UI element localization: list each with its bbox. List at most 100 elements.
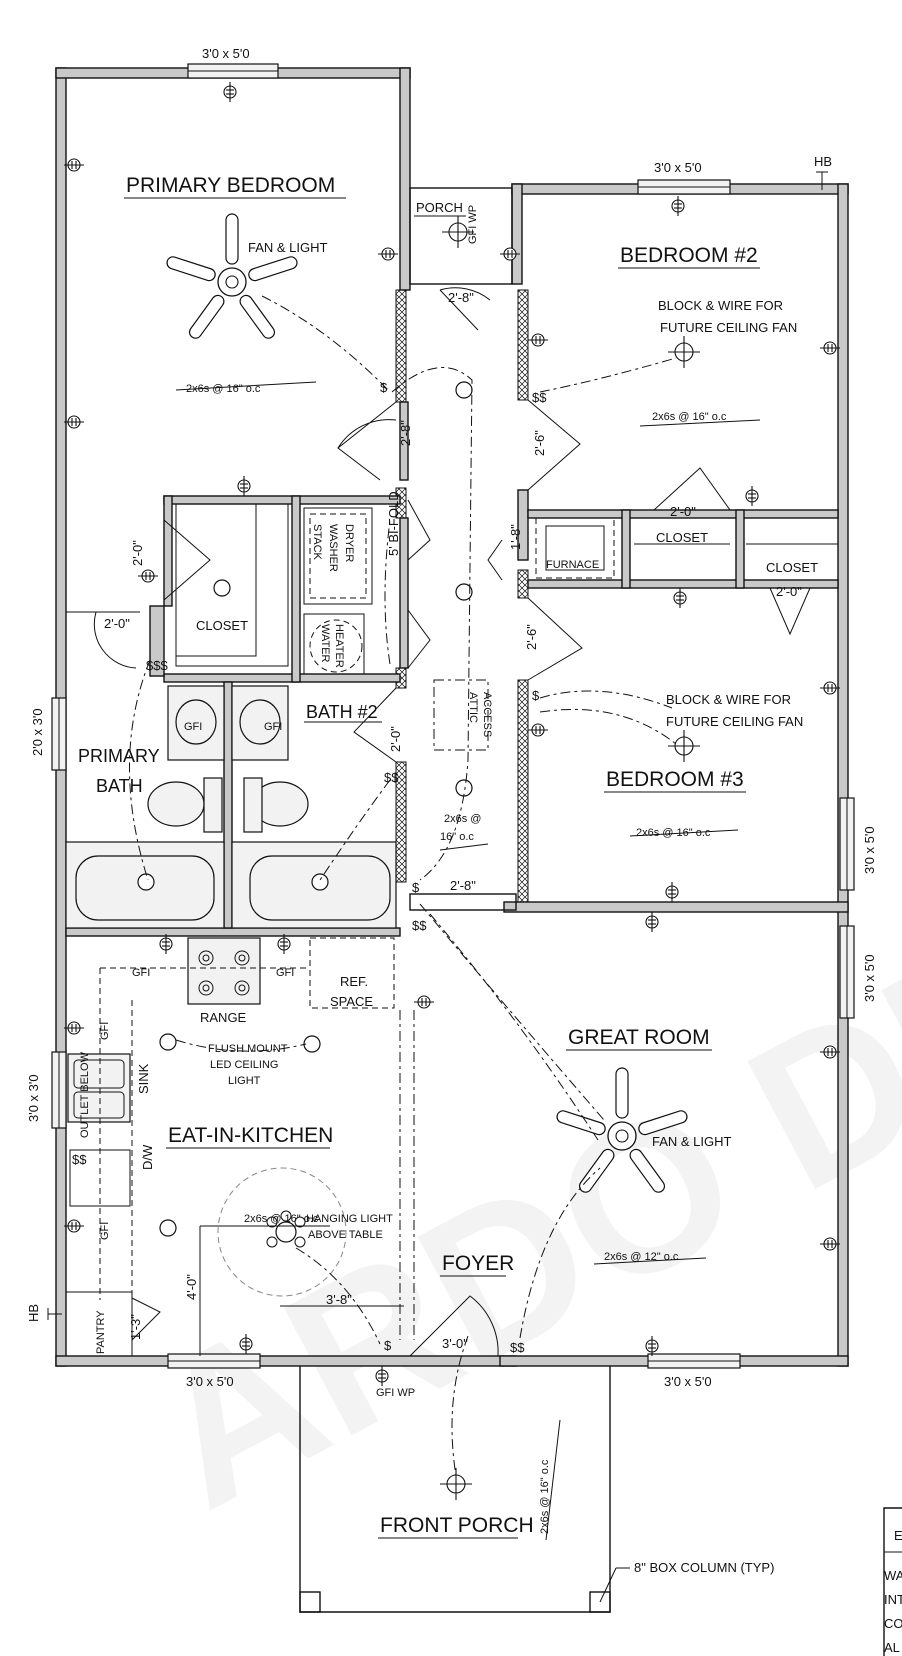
title-partial-2: INT [884, 1592, 902, 1607]
pantry-label: PANTRY [95, 1310, 107, 1354]
utility-fixtures [303, 507, 838, 751]
fan-primary-bedroom [164, 213, 300, 342]
porch-notch [409, 187, 513, 285]
hanging-light-2: ABOVE TABLE [308, 1229, 383, 1241]
doors [93, 287, 811, 1357]
title-partial-3: CO [884, 1616, 902, 1631]
ref-label-1: REF. [340, 974, 368, 989]
wiring [129, 295, 677, 1477]
gfi-wp-label: GFI WP [376, 1387, 415, 1399]
window-label-2: 3'0 x 5'0 [654, 160, 702, 175]
range-label: RANGE [200, 1010, 247, 1025]
framing-primary: 2x6s @ 16" o.c [186, 383, 261, 395]
door-label-bed2: 2'-6" [532, 430, 547, 456]
room-kitchen: EAT-IN-KITCHEN [168, 1124, 333, 1147]
svg-text:$: $ [412, 880, 420, 895]
switches: $ $$ $ $ $$ $ $$ $$$ $$ $$ [72, 380, 547, 1355]
sink-label: SINK [136, 1063, 151, 1094]
lights [137, 213, 701, 1501]
svg-text:$$: $$ [510, 1340, 525, 1355]
door-labels: 2'-8" 2'-8" 2'-6" 2'-6" 2'-0" 2'-0" 2'-0… [104, 290, 802, 1351]
framing-bed2: 2x6s @ 16" o.c [652, 411, 727, 423]
water-heater-2: HEATER [333, 624, 345, 668]
door-label-closet3: 2'-0" [776, 584, 802, 599]
room-bedroom2: BEDROOM #2 [620, 244, 758, 267]
framing-great: 2x6s @ 12" o.c [604, 1251, 679, 1263]
stack-label: STACK [311, 524, 323, 561]
flush-mount-1: FLUSH MOUNT [208, 1043, 288, 1055]
svg-text:$$: $$ [384, 770, 399, 785]
framing-hall-2: 16" o.c [440, 831, 474, 843]
framing-kitchen: 2x6s @ 16" o.c [244, 1213, 319, 1225]
water-heater-1: WATER [319, 624, 331, 663]
gfi-label-1: GFI [132, 967, 150, 979]
closet-label-primary: CLOSET [196, 618, 248, 633]
window-labels: 3'0 x 5'0 3'0 x 5'0 3'0 x 5'0 3'0 x 5'0 … [26, 46, 877, 1389]
window-label-1: 3'0 x 5'0 [202, 46, 250, 61]
room-front-porch: FRONT PORCH [380, 1514, 534, 1537]
flush-mount-2: LED CEILING [210, 1059, 278, 1071]
attic-label-2: ACCESS [481, 692, 493, 737]
svg-text:$: $ [380, 380, 388, 395]
block-wire-1b: FUTURE CEILING FAN [660, 320, 797, 335]
fixture-labels: FAN & LIGHT FAN & LIGHT BLOCK & WIRE FOR… [26, 154, 832, 1575]
door-label-front: 3'-0" [442, 1336, 468, 1351]
framing-porch: 2x6s @ 16" o.c [539, 1459, 551, 1534]
dryer-label: DRYER [343, 524, 355, 562]
title-partial-1: WA [884, 1568, 902, 1583]
gfi-wp-porch: GFI WP [467, 205, 479, 244]
door-label-pantry: 1'-3" [128, 1314, 143, 1340]
dimension-lines [175, 381, 761, 1541]
windows [51, 63, 855, 1369]
hose-bib-marks [47, 171, 828, 1320]
window-label-7: 2'0 x 3'0 [30, 708, 45, 756]
framing-labels: 2x6s @ 16" o.c 2x6s @ 16" o.c 2x6s @ 16"… [186, 383, 727, 1534]
room-foyer: FOYER [442, 1252, 514, 1275]
hb-label-top: HB [814, 154, 832, 169]
room-great-room: GREAT ROOM [568, 1026, 710, 1049]
hb-label-left: HB [26, 1304, 41, 1322]
title-partial-top: E [894, 1528, 902, 1543]
room-primary-bedroom: PRIMARY BEDROOM [126, 174, 335, 197]
bathroom-fixtures [65, 685, 397, 929]
svg-text:$$: $$ [532, 390, 547, 405]
window-label-8: 3'0 x 3'0 [26, 1074, 41, 1122]
fan-light-label-1: FAN & LIGHT [248, 240, 328, 255]
gfi-label-5: GFI [184, 721, 202, 733]
furnace-label: FURNACE [546, 559, 599, 571]
door-label-bath2: 2'-0" [388, 726, 403, 752]
fan-light-label-2: FAN & LIGHT [652, 1134, 732, 1149]
gfi-label-6: GFI [264, 721, 282, 733]
door-label-furnace: 1'-8" [508, 524, 523, 550]
svg-text:$: $ [384, 1338, 392, 1353]
door-label-primary: 2'-8" [398, 420, 413, 446]
title-block [883, 1507, 902, 1656]
door-label-hall: 2'-8" [450, 878, 476, 893]
washer-label: WASHER [327, 524, 339, 572]
box-column-label: 8" BOX COLUMN (TYP) [634, 1560, 774, 1575]
block-wire-1a: BLOCK & WIRE FOR [658, 298, 783, 313]
door-label-bath1: 2'-0" [104, 616, 130, 631]
door-label-closet: 2'-0" [130, 540, 145, 566]
dim-label-table-h: 3'-8" [326, 1292, 352, 1307]
kitchen-fixtures [65, 937, 395, 1357]
dw-label: D/W [140, 1144, 155, 1170]
svg-text:$$: $$ [412, 918, 427, 933]
gfi-label-2: GFI [276, 967, 294, 979]
room-bath2: BATH #2 [306, 702, 378, 722]
block-wire-2b: FUTURE CEILING FAN [666, 714, 803, 729]
svg-text:$: $ [532, 688, 540, 703]
ref-label-2: SPACE [330, 994, 373, 1009]
hanging-light-1: HANGING LIGHT [306, 1213, 393, 1225]
closet-label-bedroom3: CLOSET [766, 560, 818, 575]
outlet-below-label: OUTLET BELOW [79, 1051, 91, 1138]
door-label-porch: 2'-8" [448, 290, 474, 305]
interior-walls [65, 289, 849, 937]
svg-text:$$$: $$$ [146, 658, 168, 673]
window-label-4: 3'0 x 5'0 [664, 1374, 712, 1389]
dim-label-table-v: 4'-0" [184, 1274, 199, 1300]
title-partial-4: AL [884, 1640, 900, 1655]
room-primary-bath-2: BATH [96, 776, 143, 796]
closet-label-bedroom2: CLOSET [656, 530, 708, 545]
